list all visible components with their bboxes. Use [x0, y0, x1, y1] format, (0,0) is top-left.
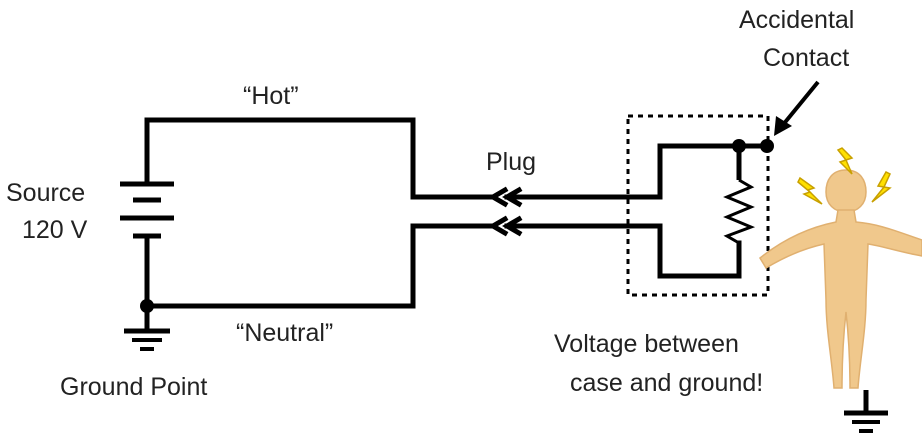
hot-wire [144, 117, 495, 200]
appliance-neutral-wire [504, 223, 742, 279]
case-ground-label: case and ground! [570, 369, 763, 397]
arrow-icon [774, 80, 820, 136]
neutral-wire [144, 223, 495, 309]
spark-icon-top [836, 147, 854, 175]
spark-icon-right [871, 171, 892, 203]
appliance [504, 114, 774, 297]
accidental-label: Accidental [739, 6, 854, 34]
appliance-case [626, 114, 770, 297]
hot-label: “Hot” [243, 82, 299, 110]
neutral-label: “Neutral” [236, 319, 333, 347]
person-icon [759, 169, 922, 389]
voltage-label: Voltage between [554, 330, 739, 358]
source-circuit [144, 117, 495, 309]
contact-label: Contact [763, 44, 849, 72]
battery-icon [120, 181, 174, 239]
appliance-hot-wire [504, 143, 770, 200]
resistor-icon [723, 178, 756, 245]
ground-point-label: Ground Point [60, 373, 207, 401]
source-label: Source [6, 179, 85, 207]
appliance-junction-dot [732, 139, 746, 153]
spark-icon-left [797, 176, 823, 205]
person-ground-icon [844, 390, 888, 433]
ground-icon [124, 306, 170, 351]
plug-label: Plug [486, 148, 536, 176]
source-voltage-label: 120 V [22, 216, 88, 244]
